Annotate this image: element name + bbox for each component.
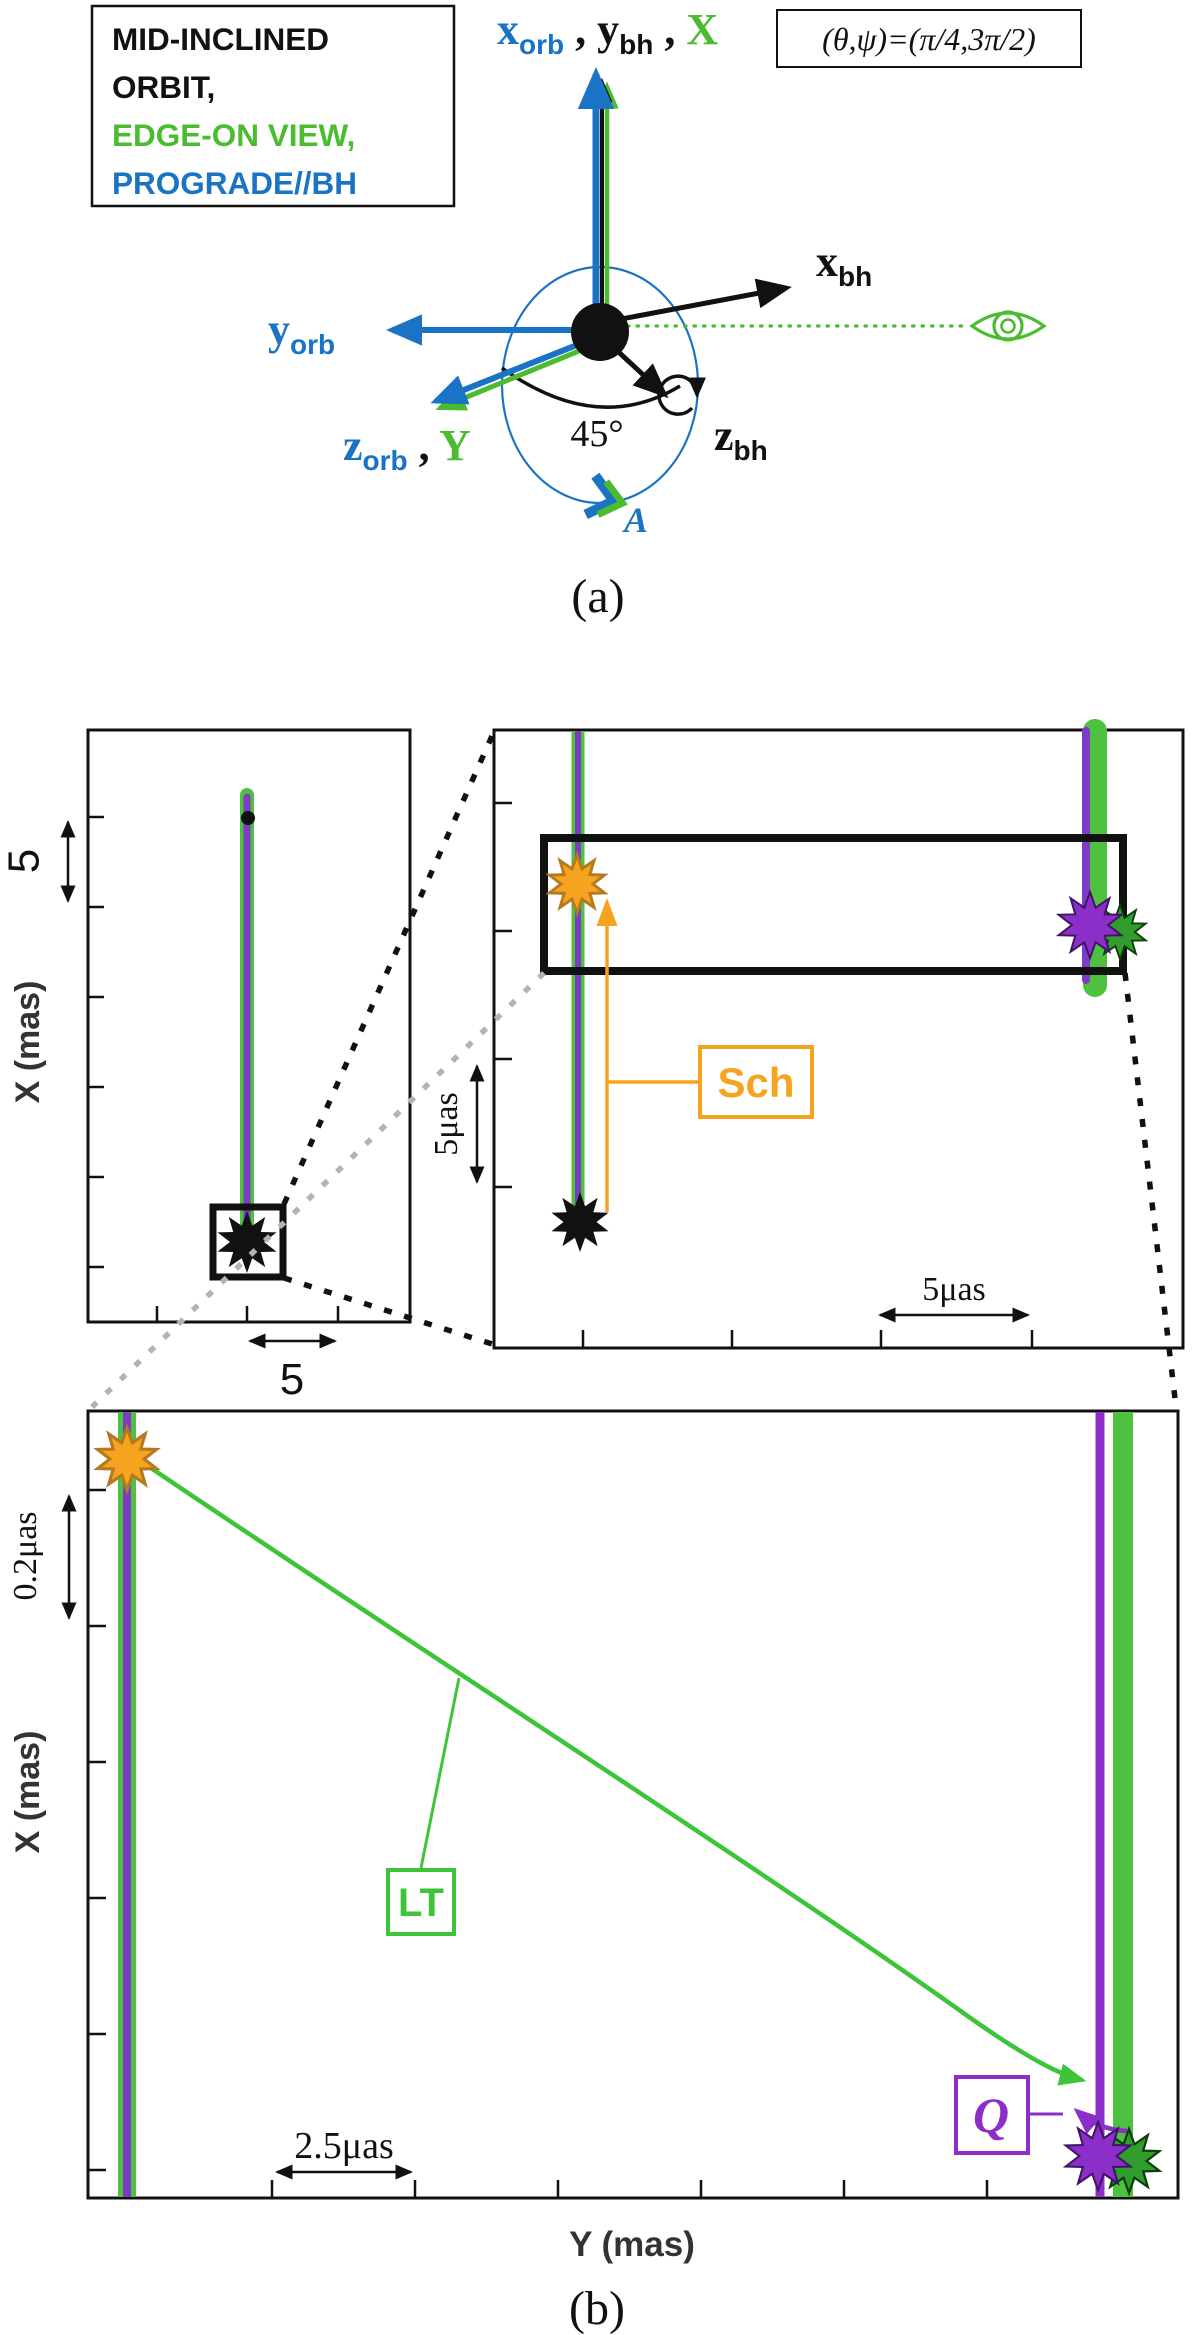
up-axis-label: xorb , ybh , X [497,5,718,60]
y-orb-label: yorb [268,305,335,360]
q-box [954,2075,1030,2155]
panel-a: 45° xbh zbh xorb , ybh , X yorb zorb , Y [90,4,1082,623]
lt-box: LT [386,1868,456,1936]
zoom-plot-frame [492,728,1185,1350]
legend-line-3: EDGE-ON VIEW, [112,117,355,153]
x-bh-arrow [615,278,792,323]
wide-ylabel: X (mas) [9,981,47,1104]
legend-line-1: MID-INCLINED [112,21,329,57]
angle-label: 45° [570,413,623,455]
lt-curve [143,1462,1087,2086]
wide-scale-v-label: 5 [0,849,49,873]
params-box: (θ,ψ)=(π/4,3π/2) [776,9,1082,68]
zoom-links [90,734,1179,1409]
wide-bh-dot [241,811,255,825]
zoom-scale-h-label: 5μas [922,1271,986,1308]
main-xlabel: Y (mas) [569,2225,695,2264]
black-hole-dot [571,303,629,361]
x-bh-label: xbh [816,237,872,292]
up-axis-arrow [577,67,619,330]
q-annotation: Q [954,2075,1128,2155]
main-ylabel: X (mas) [9,1731,47,1854]
z-bh-label: zbh [714,411,768,466]
wide-plot-ticks [88,815,340,1322]
q-arrow [1073,2108,1128,2135]
lt-label: LT [398,1881,444,1925]
caption-b: (b) [569,2282,625,2335]
zoom-plot-ticks [494,801,1034,1348]
semimajor-label: A [622,500,648,540]
wide-plot: 5 X (mas) 5 [0,728,412,1404]
panel-b: 5 X (mas) 5 [0,719,1185,2335]
main-scale-h-label: 2.5μas [294,2125,394,2167]
z-orb-arrow [430,336,597,411]
caption-a: (a) [571,570,624,623]
zoom2-link-left [90,971,546,1409]
legend-line-2: ORBIT, [112,69,215,105]
params-text: (θ,ψ)=(π/4,3π/2) [822,21,1036,57]
lt-connector [419,1677,461,1869]
zoom-link-top [281,734,495,1206]
zoom-link-bottom [283,1275,493,1347]
z-bh-spin-arrow [657,374,706,416]
main-plot-ticks [88,1488,1132,2198]
z-orb-label: zorb , Y [343,421,471,476]
main-plot: LT Q 0.2μas X (mas) 2.5μas Y (mas) [7,1409,1180,2264]
main-scale-v-label: 0.2μas [7,1511,44,1600]
zoom-scale-v-label: 5μas [428,1092,465,1156]
zoom-plot: Sch 5μas 5μas [428,719,1185,1350]
q-label: Q [973,2087,1009,2143]
zoom2-box [540,834,1127,975]
legend-box: MID-INCLINED ORBIT, EDGE-ON VIEW, PROGRA… [90,4,456,208]
observer-eye-icon [969,310,1047,342]
zoom2-link-right [1122,972,1179,1408]
sch-label: Sch [717,1059,794,1106]
z-bh-arrow [610,344,669,399]
periapsis-arrow [583,472,628,520]
legend-line-4: PROGRADE//BH [112,165,357,201]
sch-box: Sch [698,1045,814,1119]
wide-zoom-box [209,1203,287,1281]
main-plot-frame [86,1409,1180,2200]
wide-scale-h-label: 5 [280,1355,304,1404]
